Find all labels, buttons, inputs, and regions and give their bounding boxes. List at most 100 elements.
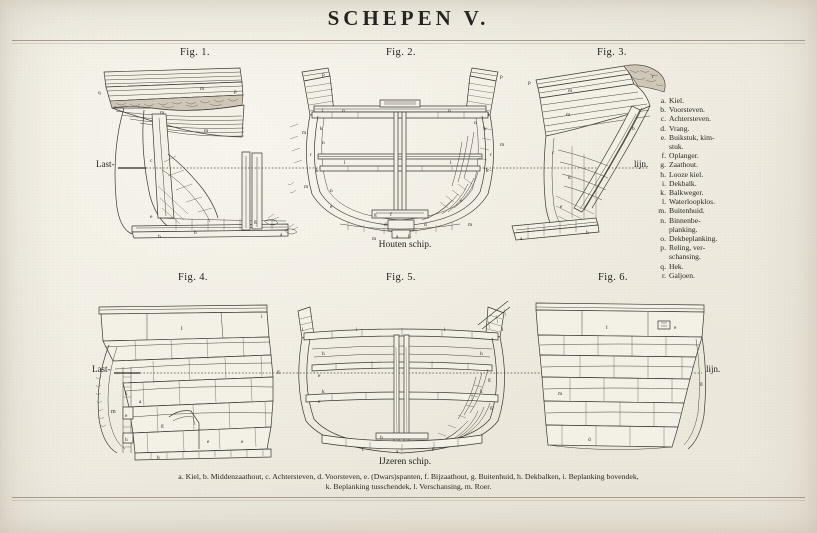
footer-divider	[12, 497, 805, 498]
svg-text:c: c	[552, 150, 555, 156]
fig1-label: Fig. 1.	[180, 47, 210, 58]
svg-text:b: b	[157, 455, 160, 461]
legend-value: Binnenbe-	[669, 215, 701, 225]
legend-item: q.Hek.	[655, 262, 763, 271]
legend-value: Zaathout.	[669, 160, 698, 170]
svg-text:m: m	[302, 130, 307, 136]
svg-text:m: m	[372, 236, 377, 242]
svg-text:e: e	[318, 399, 321, 405]
fig1-drawing: q p m m m c e h g a b	[98, 67, 299, 240]
svg-text:e: e	[330, 204, 333, 210]
svg-text:e: e	[207, 439, 210, 445]
svg-text:m: m	[204, 128, 209, 134]
legend-key: b.	[660, 105, 666, 115]
legend-item: p.Reling, ver-	[655, 243, 763, 252]
legend-key: p.	[660, 243, 666, 253]
svg-text:l: l	[450, 160, 452, 166]
svg-text:l: l	[302, 327, 304, 333]
legend-item: l.Waterloopklos.	[655, 197, 763, 206]
legend-item: c.Achtersteven.	[655, 114, 763, 123]
legend-item: n.Binnenbe-	[655, 216, 763, 225]
legend-value-continued: stuk.	[669, 142, 684, 152]
svg-text:q: q	[98, 90, 101, 96]
svg-text:m: m	[500, 142, 505, 148]
svg-text:k: k	[322, 389, 325, 395]
svg-text:f: f	[432, 446, 434, 453]
legend-value: Vrang.	[669, 123, 690, 133]
fig3-label: Fig. 3.	[597, 47, 627, 58]
svg-text:k: k	[320, 126, 323, 132]
legend-value: Dekbalk.	[669, 178, 697, 188]
bottom-caption-line1: a. Kiel, b. Middenzaathout, c. Achterste…	[178, 472, 639, 481]
svg-text:h: h	[480, 351, 483, 357]
fig4-waterline-label-left: Last-	[92, 364, 111, 374]
svg-text:p: p	[500, 74, 503, 80]
legend-value: Voorsteven.	[669, 105, 705, 115]
legend-value: Galjoen.	[669, 270, 695, 280]
svg-text:k: k	[125, 391, 128, 397]
svg-text:g: g	[277, 369, 280, 375]
svg-text:h: h	[408, 234, 411, 240]
legend-key: q.	[660, 261, 666, 271]
svg-text:a: a	[520, 236, 523, 242]
svg-text:h: h	[194, 230, 197, 236]
legend-key: l.	[661, 197, 666, 207]
svg-text:f: f	[362, 446, 364, 453]
legend-value: Dekbeplanking.	[669, 234, 718, 244]
svg-text:n: n	[474, 120, 477, 126]
legend-item: o.Dekbeplanking.	[655, 234, 763, 243]
legend-item: e.Buikstuk, kim-	[655, 133, 763, 142]
svg-text:e: e	[560, 204, 563, 210]
svg-text:h: h	[322, 351, 325, 357]
svg-text:i: i	[261, 314, 263, 320]
fig3-drawing: p m m r b c e h a g	[511, 64, 666, 242]
header-divider-secondary	[12, 43, 805, 44]
bottom-caption-line2: k. Beplanking tusschendek, l. Verschansi…	[325, 482, 492, 491]
legend-item: k.Balkweger.	[655, 188, 763, 197]
svg-text:m: m	[160, 110, 165, 116]
fig1-waterline-label-right: lijn.	[634, 159, 649, 169]
svg-text:p: p	[322, 72, 325, 78]
svg-text:l: l	[344, 160, 346, 166]
svg-text:m: m	[566, 112, 571, 118]
svg-text:c: c	[150, 158, 153, 164]
svg-text:k: k	[486, 168, 489, 174]
svg-text:m: m	[558, 391, 563, 397]
svg-text:r: r	[490, 152, 492, 158]
fig1-waterline-label-left: Last-	[96, 159, 115, 169]
legend-key: o.	[660, 234, 666, 244]
svg-text:r: r	[652, 74, 654, 80]
fig4-label: Fig. 4.	[178, 272, 208, 283]
svg-text:n: n	[322, 140, 325, 146]
svg-text:k: k	[316, 168, 319, 174]
svg-text:a: a	[396, 234, 399, 240]
svg-text:a: a	[280, 232, 283, 238]
legend-key: n.	[660, 215, 666, 225]
footer-divider-secondary	[12, 500, 805, 501]
svg-text:g: g	[488, 377, 491, 383]
svg-text:i: i	[356, 327, 358, 333]
svg-text:g: g	[700, 381, 703, 387]
legend-item: g.Zaathout.	[655, 160, 763, 169]
svg-text:e: e	[318, 373, 321, 379]
svg-text:k: k	[480, 389, 483, 395]
fig5-subcaption: IJzeren schip.	[378, 457, 432, 467]
legend-key: g.	[660, 160, 666, 170]
fig6-label: Fig. 6.	[598, 272, 628, 283]
svg-text:g: g	[374, 212, 377, 218]
legend-item: h.Looze kiel.	[655, 170, 763, 179]
svg-text:m: m	[304, 184, 309, 190]
legend-key: i.	[661, 178, 666, 188]
fig4-drawing: i i m e h	[95, 304, 280, 461]
legend-item: a.Kiel.	[655, 96, 763, 105]
svg-text:f: f	[390, 211, 392, 218]
legend-key: m.	[658, 206, 666, 216]
legend-item: i.Dekbalk.	[655, 179, 763, 188]
svg-text:a: a	[139, 399, 142, 405]
legend-key: c.	[660, 114, 666, 124]
page-title: SCHEPEN V.	[327, 6, 490, 30]
waterline-lower	[114, 372, 702, 374]
legend-value: Looze kiel.	[669, 169, 704, 179]
svg-text:d: d	[588, 437, 591, 443]
